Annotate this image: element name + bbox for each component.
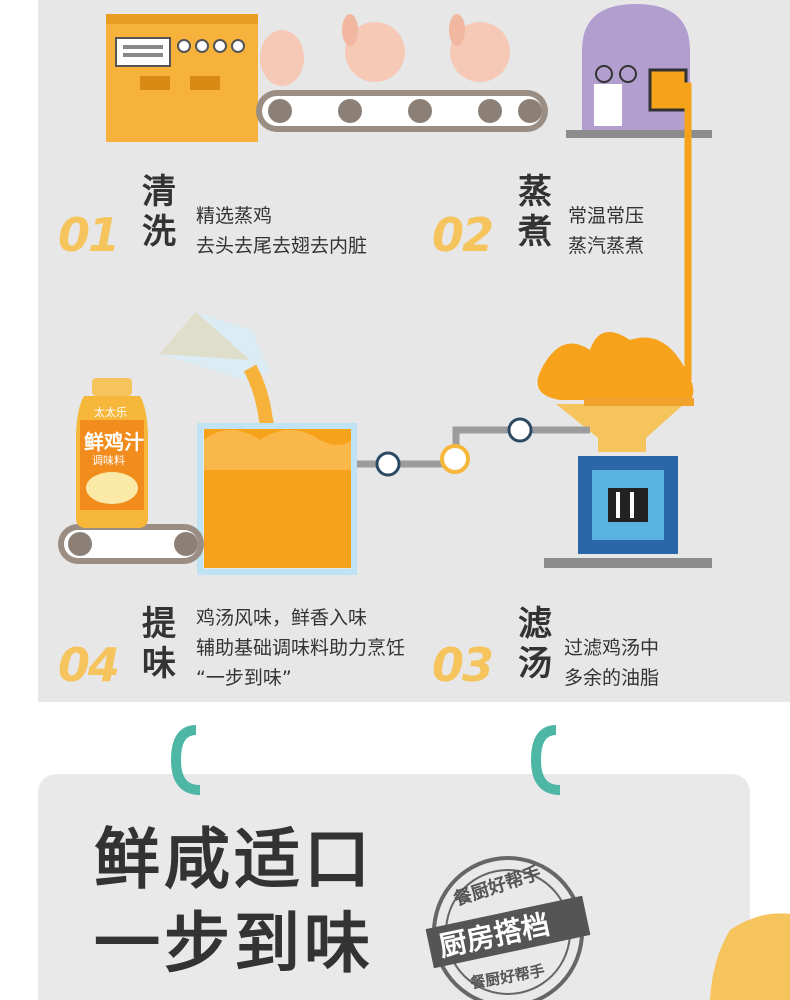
step-1-title: 清洗: [142, 172, 176, 252]
mixing-beaker-icon: [197, 423, 357, 575]
conveyor-belt-1: [256, 90, 548, 132]
step-4-number: 04: [58, 638, 120, 692]
step-3-title: 滤汤: [518, 604, 552, 684]
step-1-number: 01: [58, 208, 120, 262]
step-4-line-1: 鸡汤风味，鲜香入味: [196, 607, 368, 629]
step-4-line-3: “一步到味”: [196, 667, 292, 689]
step-4-title: 提味: [142, 604, 176, 684]
sauce-bottle-icon: [76, 378, 148, 528]
step-2-line-2: 蒸汽蒸煮: [568, 235, 645, 257]
step-1-line-1: 精选蒸鸡: [196, 205, 273, 227]
pipe-valves: [352, 417, 590, 477]
bottle-sub: 调味料: [92, 454, 125, 467]
hook-separator: [170, 725, 561, 795]
step-2-line-1: 常温常压: [568, 205, 645, 227]
filter-funnel-icon: [537, 332, 694, 452]
slogan-line-1: 鲜咸适口: [94, 821, 374, 898]
steamer-machine-icon: [566, 4, 712, 138]
step-1-line-2: 去头去尾去翅去内脏: [196, 235, 368, 257]
step-2-number: 02: [432, 208, 494, 262]
step-2-title: 蒸煮: [518, 172, 552, 252]
bottle-brand: 太太乐: [94, 406, 127, 419]
bottle-name: 鲜鸡汁: [84, 430, 144, 454]
slogan-line-2: 一步到味: [94, 905, 374, 982]
step-4-line-2: 辅助基础调味料助力烹饪: [196, 637, 406, 659]
flask-pouring-icon: [160, 312, 283, 472]
filter-box-icon: [544, 456, 712, 568]
broth-pipe: [680, 82, 692, 380]
conveyor-belt-2: [58, 524, 204, 564]
bottle-partial-icon: [710, 913, 790, 1000]
kitchen-partner-stamp: [425, 856, 591, 1000]
raw-chicken-icon: [260, 14, 510, 86]
slogan-panel: [38, 774, 750, 1000]
step-3-number: 03: [432, 638, 494, 692]
step-3-line-1: 过滤鸡汤中: [564, 637, 660, 659]
step-3-line-2: 多余的油脂: [564, 667, 660, 689]
washing-machine-icon: [106, 14, 258, 142]
